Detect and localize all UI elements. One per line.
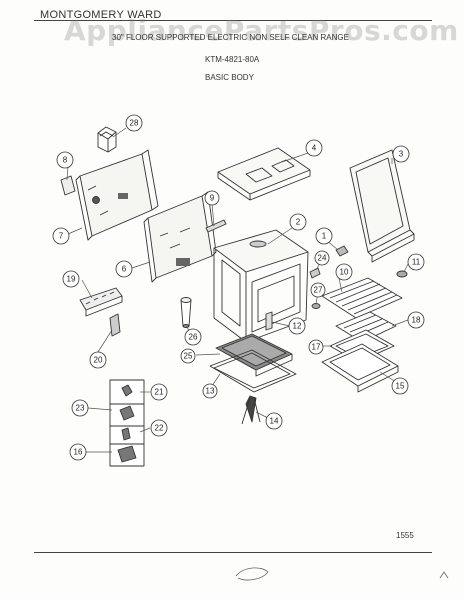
part-panel-8[interactable] <box>60 175 76 196</box>
part-pin-12[interactable] <box>265 311 273 331</box>
footer-rule <box>34 552 432 553</box>
callout-24[interactable]: 24 <box>318 254 327 263</box>
appliance-description: 30" FLOOR SUPPORTED ELECTRIC NON SELF CL… <box>112 33 349 42</box>
part-cooktop-4[interactable] <box>217 147 311 201</box>
part-bracket-20[interactable] <box>109 313 121 337</box>
part-bottom-frame-13[interactable] <box>209 349 297 393</box>
part-rear-panel-7[interactable] <box>75 149 159 241</box>
callout-3[interactable]: 3 <box>399 150 404 159</box>
callout-11[interactable]: 11 <box>412 258 421 267</box>
part-oven-body-2[interactable] <box>213 229 309 343</box>
part-screw-27[interactable] <box>311 303 321 309</box>
callout-17[interactable]: 17 <box>312 343 321 352</box>
callout-8[interactable]: 8 <box>63 156 68 165</box>
callout-19[interactable]: 19 <box>67 275 76 284</box>
callout-28[interactable]: 28 <box>130 119 139 128</box>
part-bracket-28[interactable] <box>97 126 117 153</box>
section-title: BASIC BODY <box>205 73 254 82</box>
callout-14[interactable]: 14 <box>270 417 279 426</box>
callout-12[interactable]: 12 <box>293 322 302 331</box>
part-clip-24[interactable] <box>309 267 321 279</box>
page-number: 1555 <box>396 531 414 540</box>
footer-stamp <box>235 567 449 581</box>
callout-2[interactable]: 2 <box>296 218 301 227</box>
part-frame-3[interactable] <box>349 149 415 263</box>
callout-20[interactable]: 20 <box>94 356 103 365</box>
leader-lines <box>66 127 409 453</box>
callout-18[interactable]: 18 <box>412 316 421 325</box>
part-box-23[interactable] <box>109 403 145 427</box>
callout-15[interactable]: 15 <box>396 382 405 391</box>
part-box-22[interactable] <box>109 425 145 445</box>
part-foot-11[interactable] <box>396 270 408 278</box>
model-number: KTM-4821-80A <box>205 55 260 64</box>
watermark: AppliancePartsPros.com <box>64 14 459 47</box>
callout-23[interactable]: 23 <box>76 404 85 413</box>
part-terminal-block-19[interactable] <box>79 287 123 317</box>
part-drawer-15[interactable] <box>321 343 399 393</box>
callout-4[interactable]: 4 <box>312 144 317 153</box>
callout-13[interactable]: 13 <box>206 387 215 396</box>
callout-10[interactable]: 10 <box>340 268 349 277</box>
callout-22[interactable]: 22 <box>155 424 164 433</box>
callout-1[interactable]: 1 <box>322 232 327 241</box>
part-oven-rack-10[interactable] <box>321 277 403 319</box>
callout-7[interactable]: 7 <box>59 232 64 241</box>
header-rule <box>34 20 432 21</box>
part-leveling-leg-14[interactable] <box>241 395 261 425</box>
part-box-16[interactable] <box>109 443 145 467</box>
part-box-21[interactable] <box>109 379 145 405</box>
callout-9[interactable]: 9 <box>210 194 215 203</box>
callout-25[interactable]: 25 <box>184 352 193 361</box>
callout-27[interactable]: 27 <box>314 286 323 295</box>
callout-circles <box>52 114 425 461</box>
part-tray-25[interactable] <box>215 333 293 377</box>
callout-6[interactable]: 6 <box>122 265 127 274</box>
brand-name: MONTGOMERY WARD <box>40 9 162 21</box>
callout-16[interactable]: 16 <box>74 448 83 457</box>
part-strip-9[interactable] <box>205 219 227 233</box>
part-cylinder-26[interactable] <box>180 297 192 328</box>
part-bolt-1[interactable] <box>335 245 349 257</box>
callout-26[interactable]: 26 <box>189 333 198 342</box>
callout-labels: 28 8 7 6 9 4 3 2 1 24 11 27 10 18 17 15 … <box>59 119 421 457</box>
part-side-panel-6[interactable] <box>143 191 217 283</box>
callout-21[interactable]: 21 <box>155 388 164 397</box>
